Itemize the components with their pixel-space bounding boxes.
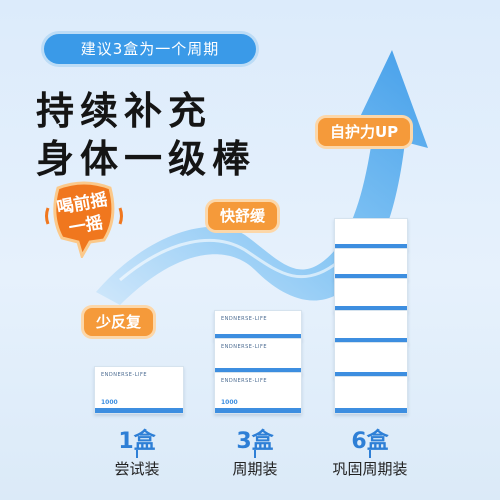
tag-immunity: 自护力UP <box>318 118 411 146</box>
product-box <box>334 376 408 414</box>
shake-icon <box>45 181 123 258</box>
product-box <box>334 248 408 280</box>
tag-relief: 快舒缓 <box>208 202 278 230</box>
divider <box>369 450 371 458</box>
product-box <box>334 342 408 378</box>
pack-label-cycle: 周期装 <box>232 460 278 478</box>
product-box: ENDNERSE-LIFE <box>214 310 302 340</box>
cycle-recommendation-pill: 建议3盒为一个周期 <box>44 34 256 64</box>
headline-line-2: 身体一级棒 <box>36 137 257 181</box>
product-box <box>334 218 408 250</box>
product-box <box>334 278 408 312</box>
shake-badge-text: 喝前摇一摇 <box>55 189 109 239</box>
product-box <box>334 310 408 344</box>
pack-count-6: 6盒 <box>351 429 389 454</box>
tag-recurrence: 少反复 <box>84 308 154 336</box>
pack-count-3: 3盒 <box>236 429 274 454</box>
divider <box>136 450 138 458</box>
pack-label-consolidate: 巩固周期装 <box>332 460 408 478</box>
divider <box>254 450 256 458</box>
pack-label-trial: 尝试装 <box>114 460 160 478</box>
headline-line-1: 持续补充 <box>36 89 213 133</box>
pack-count-1: 1盒 <box>118 429 156 454</box>
product-box: ENDNERSE-LIFE <box>214 338 302 374</box>
